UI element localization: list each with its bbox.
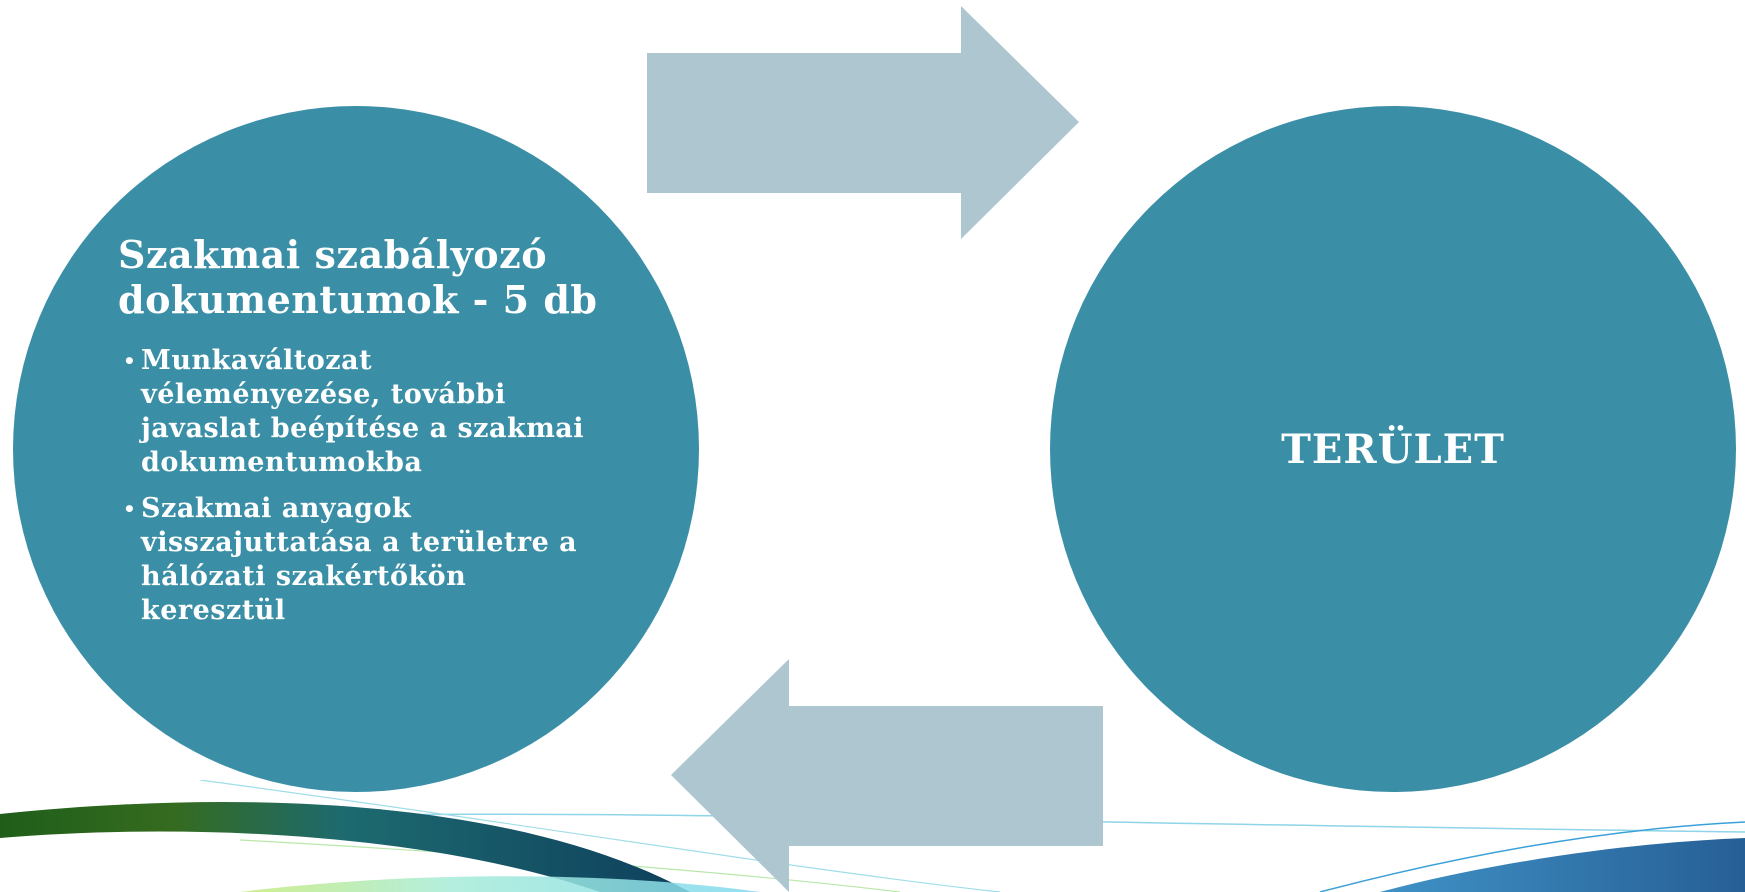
- bullet-item: • Szakmai anyagok visszajuttatása a terü…: [118, 492, 611, 628]
- swoosh-light: [240, 876, 760, 892]
- swoosh-line: [199, 780, 1001, 892]
- swoosh-line: [239, 839, 901, 892]
- right-circle: [1050, 106, 1736, 792]
- bullet-text: Szakmai anyagok visszajuttatása a terüle…: [141, 493, 578, 626]
- bullet-dot-icon: •: [123, 349, 137, 373]
- bullet-dot-icon: •: [123, 497, 137, 521]
- arrow-right-icon: [647, 6, 1079, 239]
- bullet-list: • Munkaváltozat véleményezése, további j…: [118, 344, 618, 628]
- decorative-swoosh: [0, 780, 1745, 892]
- arrow-left-icon: [671, 659, 1103, 892]
- swoosh-right: [1380, 838, 1745, 892]
- bullet-text: Munkaváltozat véleményezése, további jav…: [141, 345, 585, 478]
- left-circle-content: Szakmai szabályozó dokumentumok - 5 db •…: [118, 232, 618, 640]
- swoosh-dark: [0, 801, 690, 892]
- left-circle: [13, 106, 699, 792]
- bullet-item: • Munkaváltozat véleményezése, további j…: [118, 344, 611, 480]
- swoosh-line: [1319, 821, 1745, 892]
- right-circle-label: TERÜLET: [1281, 426, 1505, 473]
- left-circle-heading: Szakmai szabályozó dokumentumok - 5 db: [118, 232, 598, 322]
